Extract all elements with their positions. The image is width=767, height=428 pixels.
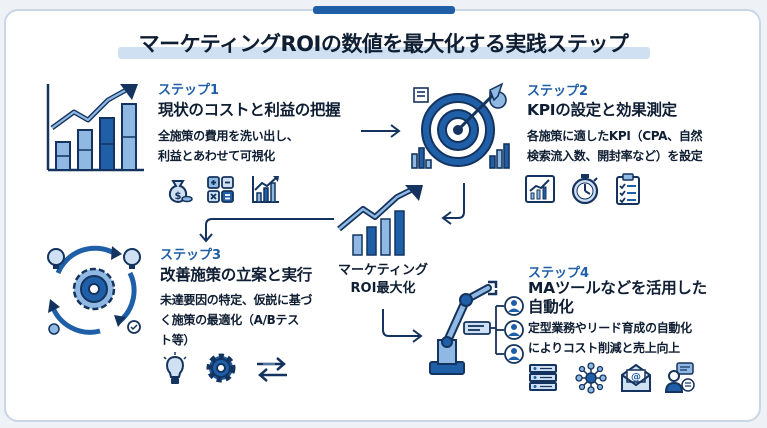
step1-heading: 現状のコストと利益の把握	[158, 101, 341, 119]
server-icon	[529, 364, 557, 391]
calculator-icon	[207, 176, 234, 203]
svg-text:$: $	[175, 191, 182, 202]
user-chat-icon	[664, 362, 695, 393]
flow-arrow-right	[361, 124, 401, 138]
page-title: マーケティングROIの数値を最大化する実践ステップ	[138, 32, 629, 56]
checklist-icon	[616, 173, 640, 205]
step4-heading: MAツールなどを活用した 自動化	[528, 279, 707, 316]
improvement-cycle-icon	[47, 245, 141, 335]
step3-label: ステップ3	[160, 248, 222, 263]
roi-growth-icon	[337, 185, 423, 256]
network-icon	[575, 362, 607, 394]
step3-heading: 改善施策の立案と実行	[160, 266, 313, 284]
email-icon: @	[621, 363, 651, 392]
diagram-card	[4, 9, 761, 422]
step4-description: 定型業務やリード育成の自動化 によりコスト削減と売上向上	[528, 321, 692, 355]
gear-icon	[206, 353, 236, 383]
step2-label: ステップ2	[527, 84, 589, 99]
target-icon	[411, 82, 510, 169]
money-bag-icon: $	[168, 180, 193, 204]
swap-arrows-icon	[257, 357, 287, 382]
flow-arrow-left-down	[199, 218, 334, 243]
svg-text:@: @	[631, 372, 641, 383]
robot-arm-icon	[429, 280, 524, 375]
title-highlight	[118, 47, 650, 59]
step3-description: 未達要因の特定、仮説に基づ く施策の最適化（A/Bテス ト等）	[160, 293, 313, 347]
step2-description: 各施策に適したKPI（CPA、自然 検索流入数、開封率など）を設定	[527, 129, 703, 163]
step2-heading: KPIの設定と効果測定	[527, 101, 677, 119]
top-tab-accent	[313, 6, 455, 14]
line-chart-icon	[525, 175, 555, 203]
stopwatch-icon	[571, 174, 599, 205]
step1-label: ステップ1	[158, 83, 220, 98]
flow-arrow-down-right	[382, 309, 423, 343]
step4-label: ステップ4	[528, 266, 590, 281]
flow-arrow-down-left	[441, 183, 465, 225]
center-label-line1: マーケティング	[338, 263, 428, 278]
growth-bar-chart-icon	[46, 84, 144, 172]
step1-description: 全施策の費用を洗い出し、 利益とあわせて可視化	[158, 129, 299, 163]
center-label-line2: ROI最大化	[350, 281, 416, 296]
bar-chart-icon	[252, 176, 279, 203]
lightbulb-icon	[163, 352, 187, 384]
